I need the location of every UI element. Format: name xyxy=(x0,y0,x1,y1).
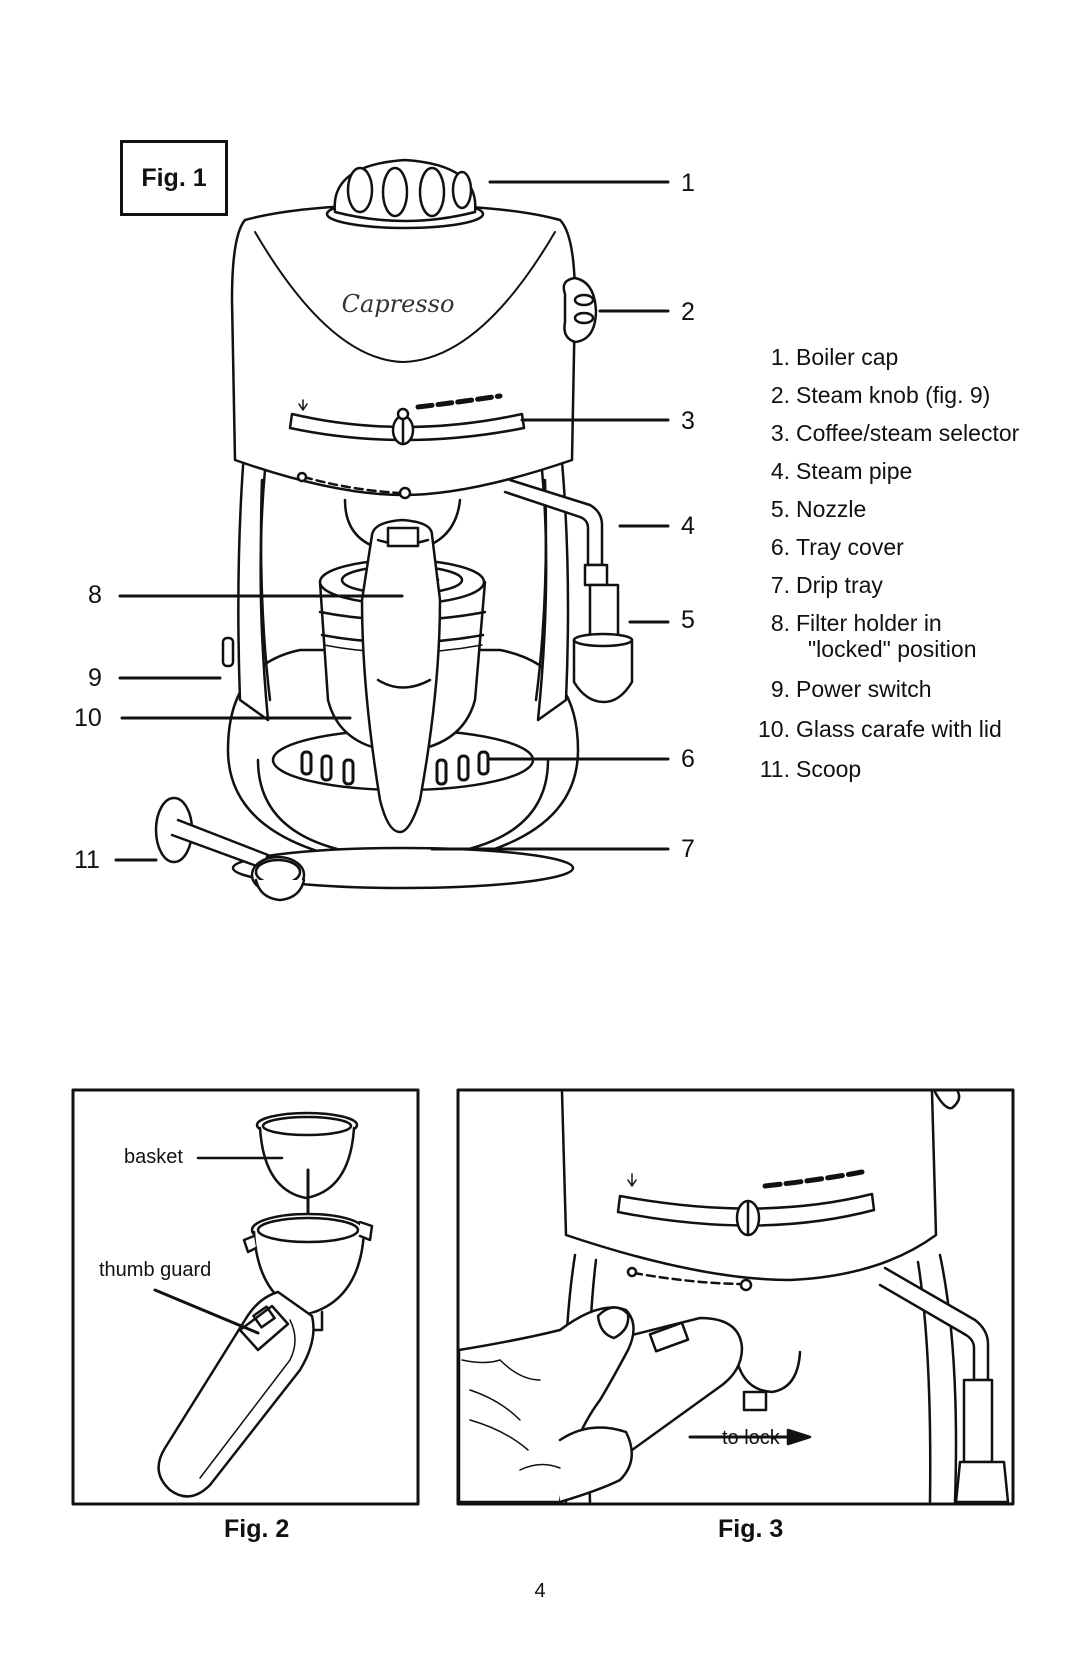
legend-item: 4.Steam pipe xyxy=(770,458,913,484)
legend-item: 8.Filter holder in"locked" position xyxy=(770,610,977,662)
callout-9: 9 xyxy=(88,664,102,692)
filter-holder-handle-fig2 xyxy=(157,1290,315,1498)
callout-6: 6 xyxy=(681,745,695,773)
fig2-caption: Fig. 2 xyxy=(224,1515,290,1543)
machine-head xyxy=(230,203,577,497)
legend-item: 6.Tray cover xyxy=(770,534,904,560)
fig3-panel xyxy=(456,1088,1015,1506)
left-column xyxy=(237,438,270,722)
legend-item: 10.Glass carafe with lid xyxy=(758,716,1002,742)
boiler-cap xyxy=(325,158,485,230)
basket xyxy=(255,1111,359,1200)
hand xyxy=(457,1306,635,1504)
espresso-machine-illustration: Capresso xyxy=(114,158,670,902)
tray-slots xyxy=(300,750,490,786)
legend-item: 7.Drip tray xyxy=(770,572,883,598)
fig2-panel xyxy=(71,1088,420,1506)
to-lock-label: to lock xyxy=(722,1427,780,1449)
parts-legend: 1.Boiler cap 2.Steam knob (fig. 9) 3.Cof… xyxy=(744,344,1074,782)
brand-logo: Capresso xyxy=(342,290,455,318)
basket-label: basket xyxy=(124,1146,183,1168)
scoop xyxy=(154,796,306,902)
power-switch xyxy=(221,636,235,668)
coffee-steam-selector xyxy=(288,393,526,446)
legend-item: 1.Boiler cap xyxy=(770,344,899,370)
legend-item: 5.Nozzle xyxy=(770,496,867,522)
fig1-label: Fig. 1 xyxy=(120,140,228,216)
callout-10: 10 xyxy=(74,704,102,732)
callout-4: 4 xyxy=(681,512,695,540)
callout-leader-lines xyxy=(114,180,670,862)
filter-holder-handle xyxy=(360,518,442,834)
callout-3: 3 xyxy=(681,407,695,435)
callout-11: 11 xyxy=(74,846,100,874)
thumb-guard-label: thumb guard xyxy=(99,1259,212,1281)
right-column xyxy=(536,438,570,722)
callout-1: 1 xyxy=(681,169,695,197)
legend-item: 3.Coffee/steam selector xyxy=(770,420,1020,446)
callout-8: 8 xyxy=(88,581,102,609)
legend-item: 9.Power switch xyxy=(770,676,932,702)
thumb-guard xyxy=(238,1304,290,1352)
page-number: 4 xyxy=(534,1580,546,1602)
callout-5: 5 xyxy=(681,606,695,634)
steam-knob xyxy=(562,276,598,344)
callout-7: 7 xyxy=(681,835,695,863)
fig3-caption: Fig. 3 xyxy=(718,1515,784,1543)
legend-item: 11.Scoop xyxy=(759,756,862,782)
steam-pipe xyxy=(503,478,634,704)
legend-item: 2.Steam knob (fig. 9) xyxy=(770,382,991,408)
callout-2: 2 xyxy=(681,298,695,326)
